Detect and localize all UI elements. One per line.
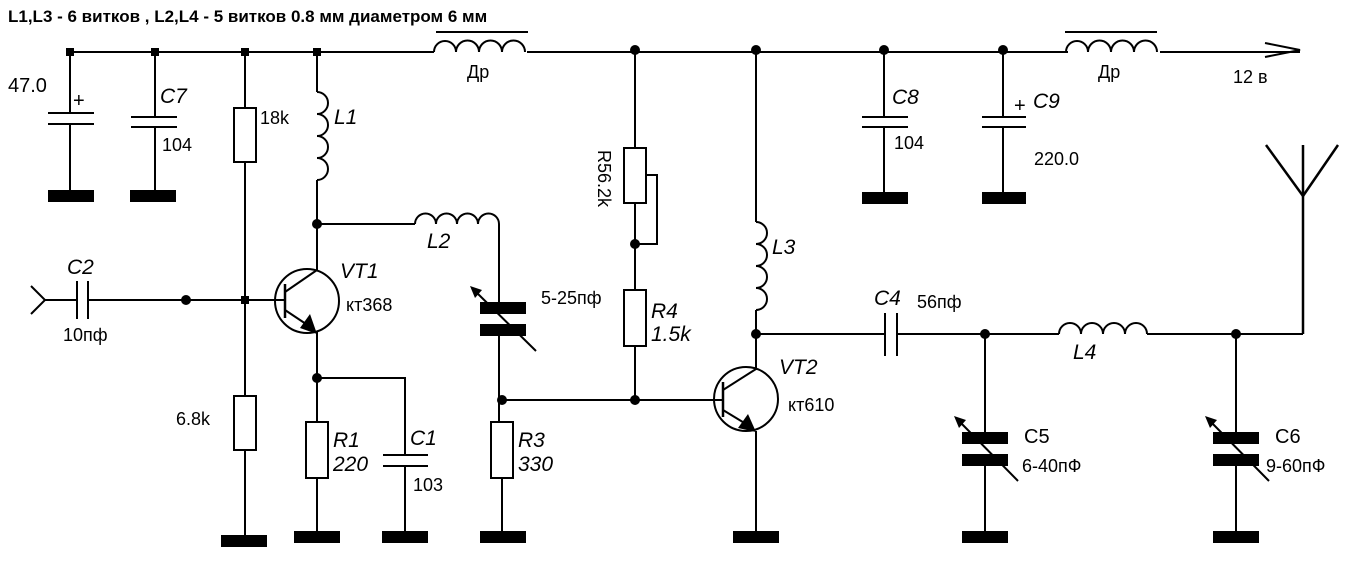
resistor-r1-value: 220 <box>332 453 368 476</box>
transistor-vt1 <box>273 268 340 422</box>
capacitor-c4 <box>756 313 1059 356</box>
transistor-vt2-name: VT2 <box>779 356 818 379</box>
resistor-r3-name: R3 <box>518 429 545 452</box>
inductor-l2-name: L2 <box>427 230 451 253</box>
capacitor-c9-polarity: + <box>1014 95 1026 117</box>
capacitor-c6-name: C6 <box>1275 426 1301 448</box>
choke-2-label: Др <box>1098 62 1120 82</box>
capacitor-c8-name: C8 <box>892 86 919 109</box>
inductor-l4 <box>1058 322 1303 339</box>
capacitor-c2 <box>45 281 273 319</box>
input-connector-icon <box>30 285 47 315</box>
capacitor-c9-value: 220.0 <box>1034 149 1079 169</box>
choke-2 <box>1065 31 1158 53</box>
capacitor-c6-value: 9-60пФ <box>1266 456 1325 476</box>
transistor-vt2-type: кт610 <box>788 395 834 415</box>
supply-voltage-label: 12 в <box>1233 67 1268 87</box>
trimmer-capacitor-value: 5-25пф <box>541 288 602 308</box>
capacitor-c8-value: 104 <box>894 133 924 153</box>
capacitor-c4-value: 56пф <box>917 292 962 312</box>
capacitor-c5-value: 6-40пФ <box>1022 456 1081 476</box>
inductor-l1 <box>312 52 329 270</box>
resistor-r3-value: 330 <box>518 453 553 476</box>
capacitor-c5 <box>954 334 1019 543</box>
capacitor-c1-value: 103 <box>413 475 443 495</box>
resistor-r1-name: R1 <box>333 429 360 452</box>
winding-note: L1,L3 - 6 витков , L2,L4 - 5 витков 0.8 … <box>8 7 487 26</box>
resistor-6k8-value: 6.8k <box>176 409 211 429</box>
resistor-r4 <box>623 289 647 400</box>
bias-divider <box>221 52 267 547</box>
capacitor-c7-value: 104 <box>162 135 192 155</box>
vt2-base-wire <box>502 395 712 405</box>
capacitor-c2-name: C2 <box>67 256 94 279</box>
capacitor-c2-value: 10пф <box>63 325 108 345</box>
resistor-r4-name: R4 <box>651 300 678 323</box>
capacitor-c5-name: C5 <box>1024 426 1050 448</box>
resistor-18k-value: 18k <box>260 108 290 128</box>
resistor-r1 <box>294 421 340 543</box>
supply-rail <box>66 45 1300 56</box>
resistor-r5-label: R56.2k <box>594 150 614 208</box>
supply-arrow-icon <box>1264 42 1301 58</box>
capacitor-c1 <box>317 377 428 543</box>
capacitor-47 <box>48 52 94 202</box>
capacitor-c8 <box>862 52 908 204</box>
capacitor-c7 <box>130 52 177 202</box>
transistor-vt2 <box>712 366 779 543</box>
inductor-l4-name: L4 <box>1073 341 1096 364</box>
capacitor-c7-name: C7 <box>160 85 188 108</box>
inductor-l1-name: L1 <box>334 106 357 129</box>
capacitor-47-polarity: + <box>73 90 85 112</box>
resistor-r4-value: 1.5k <box>651 323 692 346</box>
resistor-r5 <box>623 52 658 290</box>
capacitor-c9-name: C9 <box>1033 90 1060 113</box>
inductor-l2 <box>317 212 500 302</box>
trimmer-capacitor <box>470 286 537 422</box>
inductor-l3-name: L3 <box>772 236 796 259</box>
capacitor-c4-name: C4 <box>874 287 901 310</box>
choke-1 <box>433 31 528 53</box>
transistor-vt1-name: VT1 <box>340 260 379 283</box>
choke-1-label: Др <box>467 62 489 82</box>
capacitor-c9 <box>982 52 1026 204</box>
antenna-icon <box>1264 144 1340 334</box>
capacitor-c6 <box>1205 334 1270 543</box>
capacitor-47-value: 47.0 <box>8 75 47 97</box>
capacitor-c1-name: C1 <box>410 427 437 450</box>
transistor-vt1-type: кт368 <box>346 295 392 315</box>
resistor-r3 <box>480 421 526 543</box>
inductor-l3 <box>751 52 768 370</box>
